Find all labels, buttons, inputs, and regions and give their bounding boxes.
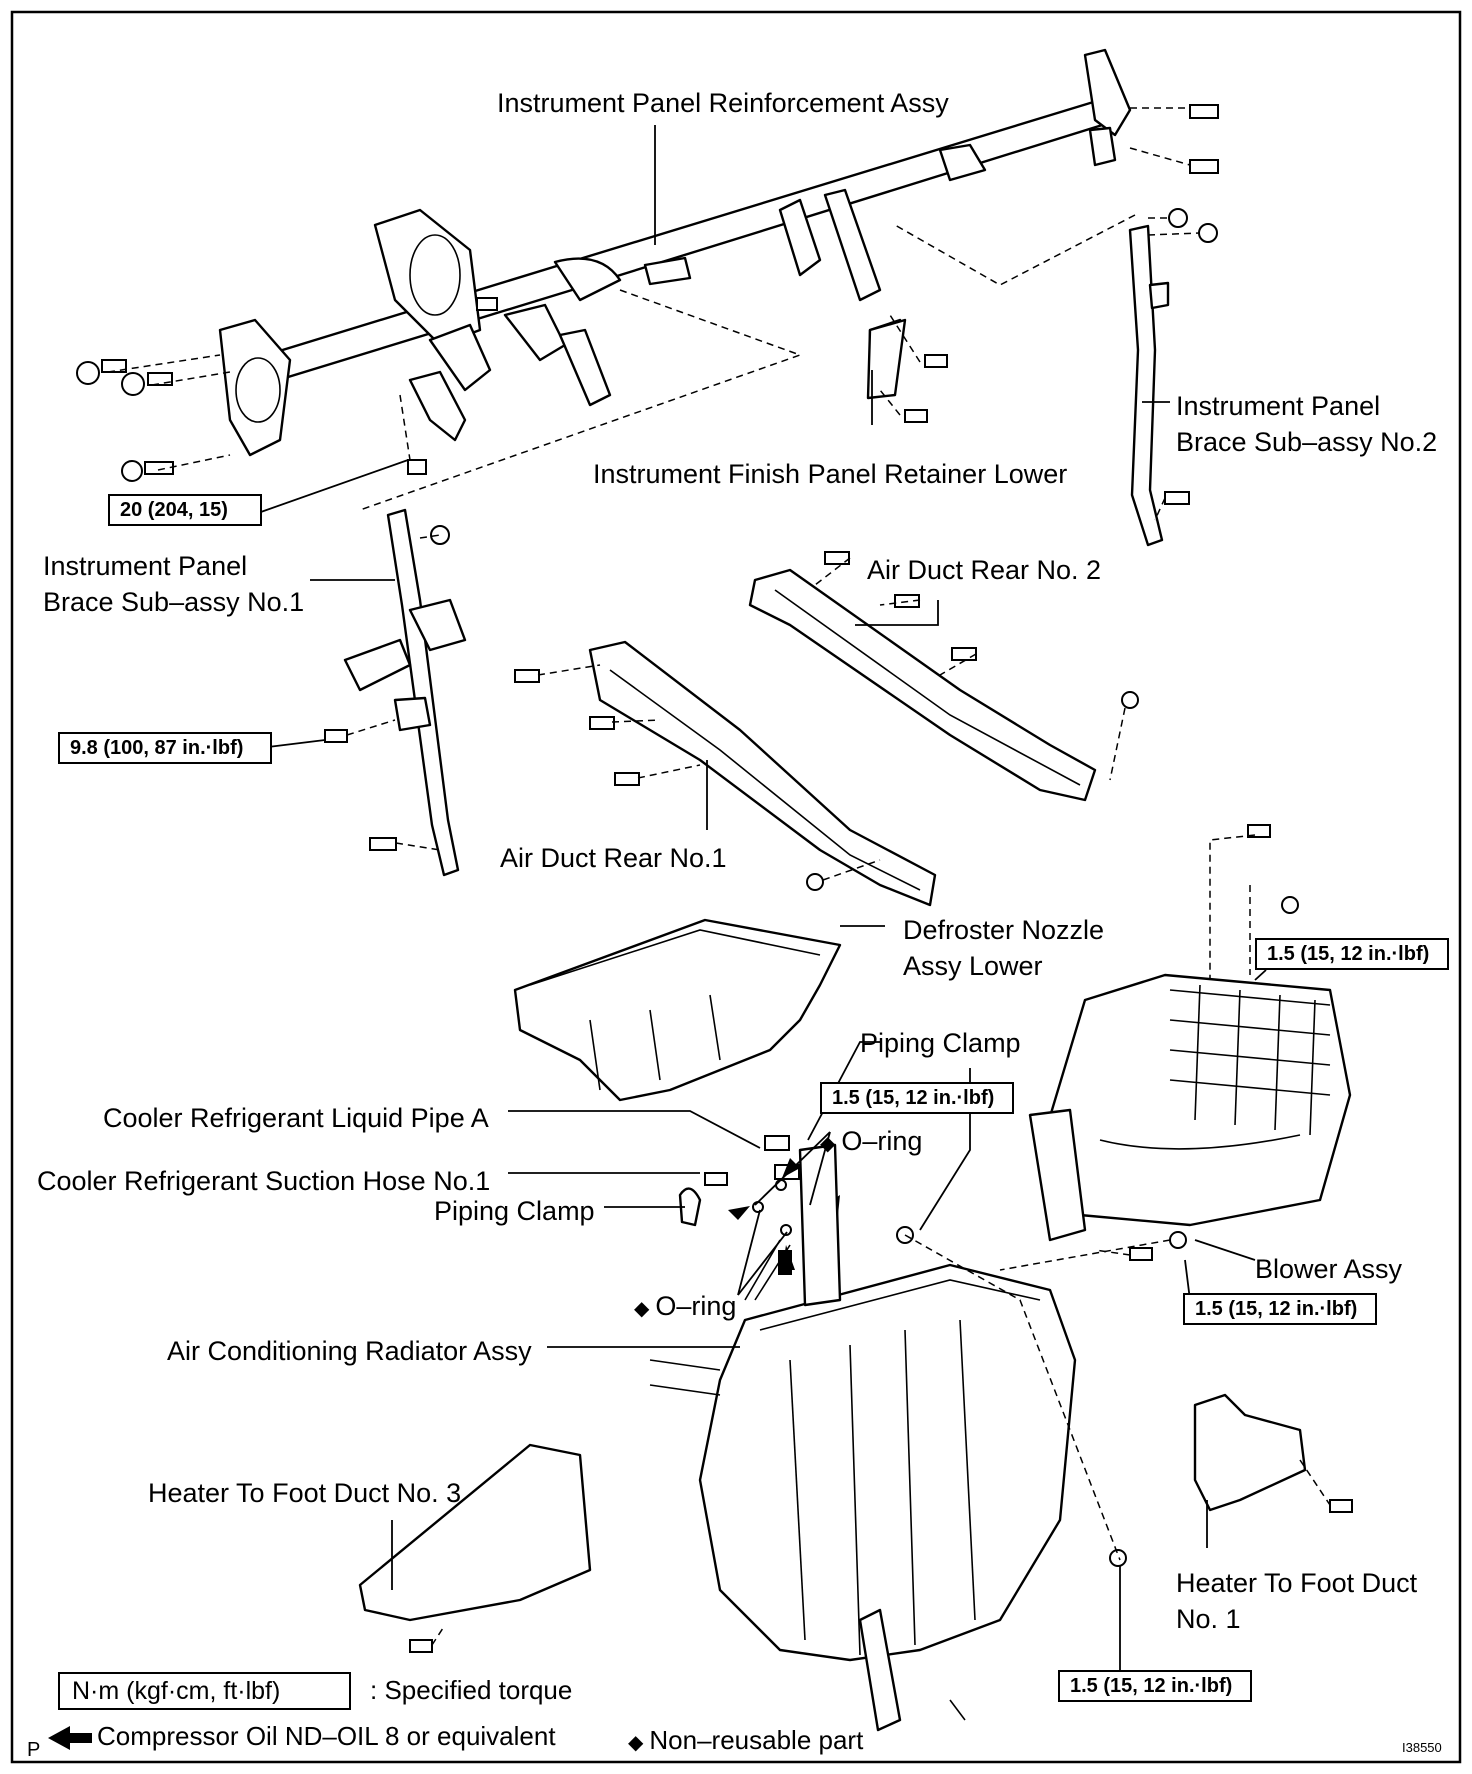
brace2-drawing	[1128, 224, 1190, 547]
radiator-assy-drawing	[649, 1143, 1127, 1732]
foot-duct3-drawing	[358, 1443, 592, 1622]
torque-box: 9.8 (100, 87 in.·lbf)	[58, 732, 272, 764]
figure-id: I38550	[1402, 1740, 1442, 1755]
figure-border	[10, 10, 1462, 1764]
label-ip-reinforcement: Instrument Panel Reinforcement Assy	[497, 88, 949, 118]
legend-oil-text: Compressor Oil ND–OIL 8 or equivalent	[97, 1721, 556, 1751]
brace1-drawing	[324, 508, 467, 877]
legend-torque-text: : Specified torque	[370, 1675, 573, 1705]
label-defroster-line2: Assy Lower	[903, 951, 1043, 981]
label-suction-hose: Cooler Refrigerant Suction Hose No.1	[37, 1166, 491, 1196]
label-defroster-line1: Defroster Nozzle	[903, 915, 1105, 945]
label-oring-top: ◆O–ring	[820, 1123, 922, 1162]
label-oring-bottom: ◆O–ring	[634, 1288, 736, 1327]
alignment-lines	[107, 107, 1331, 1646]
oring-top-text: O–ring	[841, 1126, 923, 1156]
torque-box: 1.5 (15, 12 in.·lbf)	[1058, 1670, 1252, 1702]
label-radiator: Air Conditioning Radiator Assy	[167, 1336, 532, 1366]
label-blower: Blower Assy	[1255, 1254, 1403, 1284]
diamond-icon: ◆	[628, 1732, 644, 1754]
label-brace1-line2: Brace Sub–assy No.1	[43, 587, 305, 617]
defroster-nozzle-drawing	[513, 918, 842, 1102]
label-brace2-line2: Brace Sub–assy No.2	[1176, 427, 1438, 457]
oring-bottom-text: O–ring	[655, 1291, 737, 1321]
label-finish-retainer: Instrument Finish Panel Retainer Lower	[593, 459, 1068, 489]
retainer-lower-drawing	[866, 318, 907, 400]
label-air-duct-rear2: Air Duct Rear No. 2	[867, 555, 1102, 585]
diamond-icon: ◆	[634, 1298, 650, 1320]
legend-nonreusable: ◆Non–reusable part	[628, 1722, 863, 1761]
page-letter: P	[27, 1739, 41, 1761]
label-brace2-line1: Instrument Panel	[1176, 391, 1381, 421]
label-foot-duct3: Heater To Foot Duct No. 3	[148, 1478, 462, 1508]
label-liquid-pipe: Cooler Refrigerant Liquid Pipe A	[103, 1103, 489, 1133]
label-air-duct-rear1: Air Duct Rear No.1	[500, 843, 727, 873]
label-brace1-line1: Instrument Panel	[43, 551, 248, 581]
legend-arrow-icon	[48, 1726, 92, 1750]
air-duct-rear2-drawing	[748, 551, 1139, 802]
air-duct-rear1-drawing	[514, 640, 937, 907]
foot-duct1-drawing	[1193, 1393, 1307, 1512]
label-piping-clamp-top: Piping Clamp	[860, 1028, 1021, 1058]
torque-box: 20 (204, 15)	[108, 494, 262, 526]
blower-assy-drawing	[1028, 824, 1352, 1261]
label-foot-duct1-line2: No. 1	[1176, 1604, 1241, 1634]
reinforcement-assy-drawing	[218, 48, 1132, 457]
label-piping-clamp-left: Piping Clamp	[434, 1196, 595, 1226]
label-foot-duct1-line1: Heater To Foot Duct	[1176, 1568, 1418, 1598]
legend-nonreusable-text: Non–reusable part	[649, 1725, 864, 1755]
torque-box: 1.5 (15, 12 in.·lbf)	[1183, 1293, 1377, 1325]
diamond-icon: ◆	[820, 1133, 836, 1155]
torque-box: 1.5 (15, 12 in.·lbf)	[1255, 938, 1449, 970]
legend-torque-unit: N·m (kgf·cm, ft·lbf)	[58, 1672, 351, 1710]
reinforcement-bolts	[76, 104, 1219, 482]
torque-box: 1.5 (15, 12 in.·lbf)	[820, 1082, 1014, 1114]
piping-parts-drawing	[678, 1135, 914, 1301]
